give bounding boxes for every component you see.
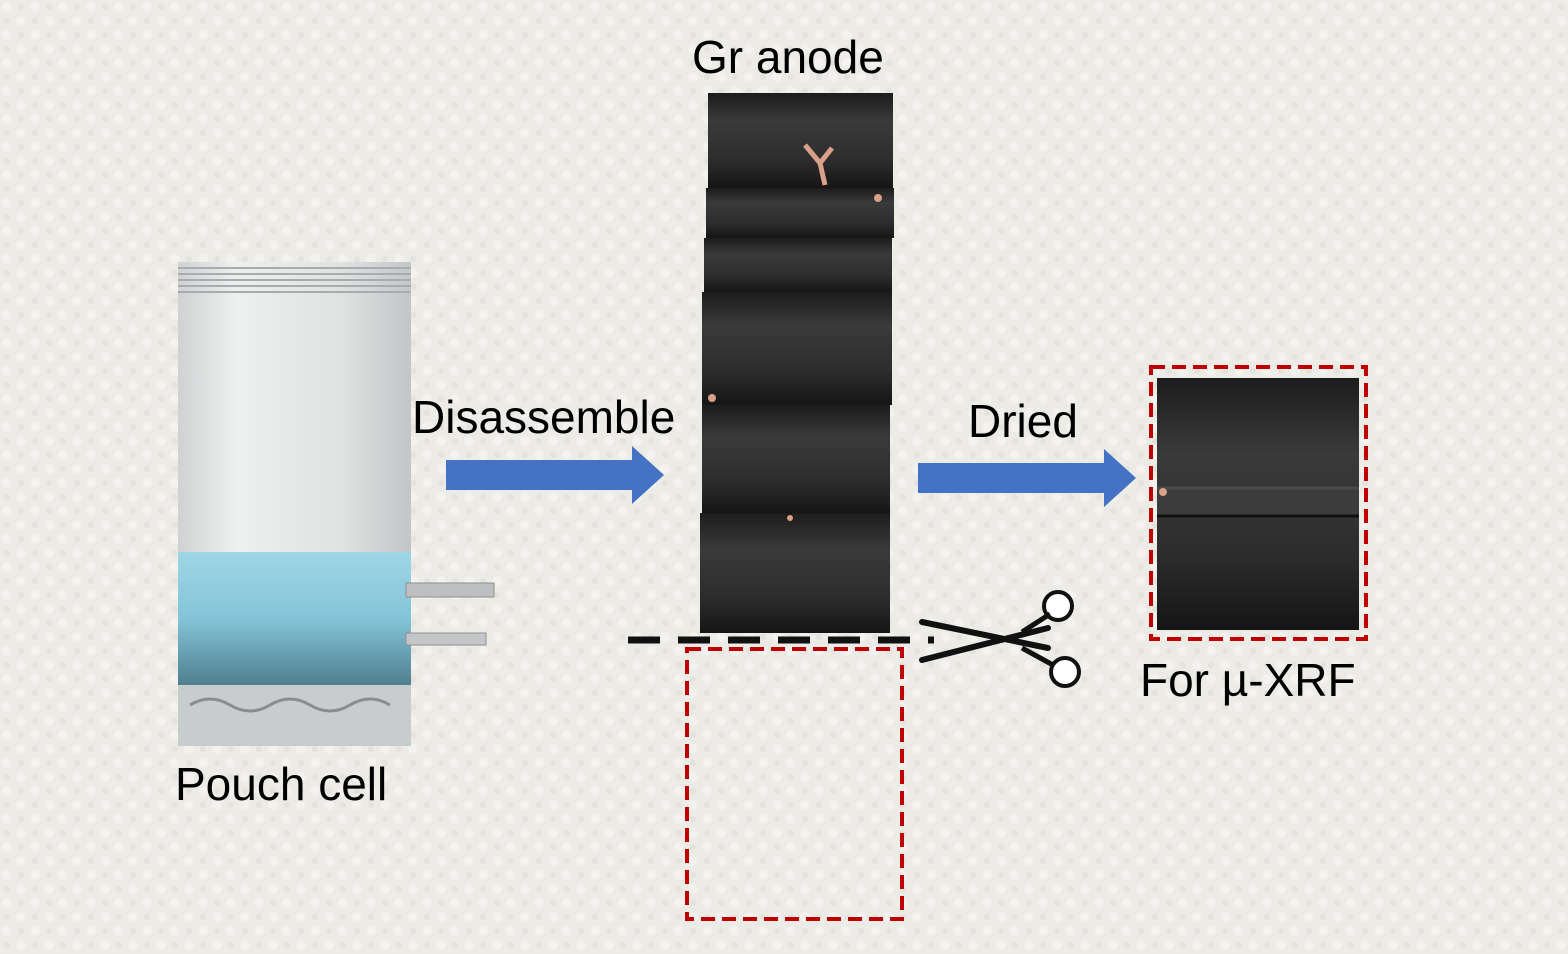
pouch-cell-image bbox=[178, 262, 495, 746]
cut-section-box bbox=[685, 647, 904, 921]
xrf-label: For µ-XRF bbox=[1140, 654, 1356, 706]
xrf-sample-box bbox=[1149, 365, 1368, 641]
graphite-anode-strip bbox=[700, 93, 894, 633]
pouch-cell-label: Pouch cell bbox=[175, 758, 388, 810]
dried-arrow bbox=[918, 449, 1136, 507]
dried-anode-sample bbox=[1157, 378, 1359, 630]
disassemble-arrow bbox=[446, 446, 664, 504]
anode-label: Gr anode bbox=[692, 31, 884, 83]
dried-label: Dried bbox=[968, 395, 1078, 447]
scissors-icon bbox=[919, 590, 1081, 688]
disassemble-label: Disassemble bbox=[412, 391, 676, 443]
